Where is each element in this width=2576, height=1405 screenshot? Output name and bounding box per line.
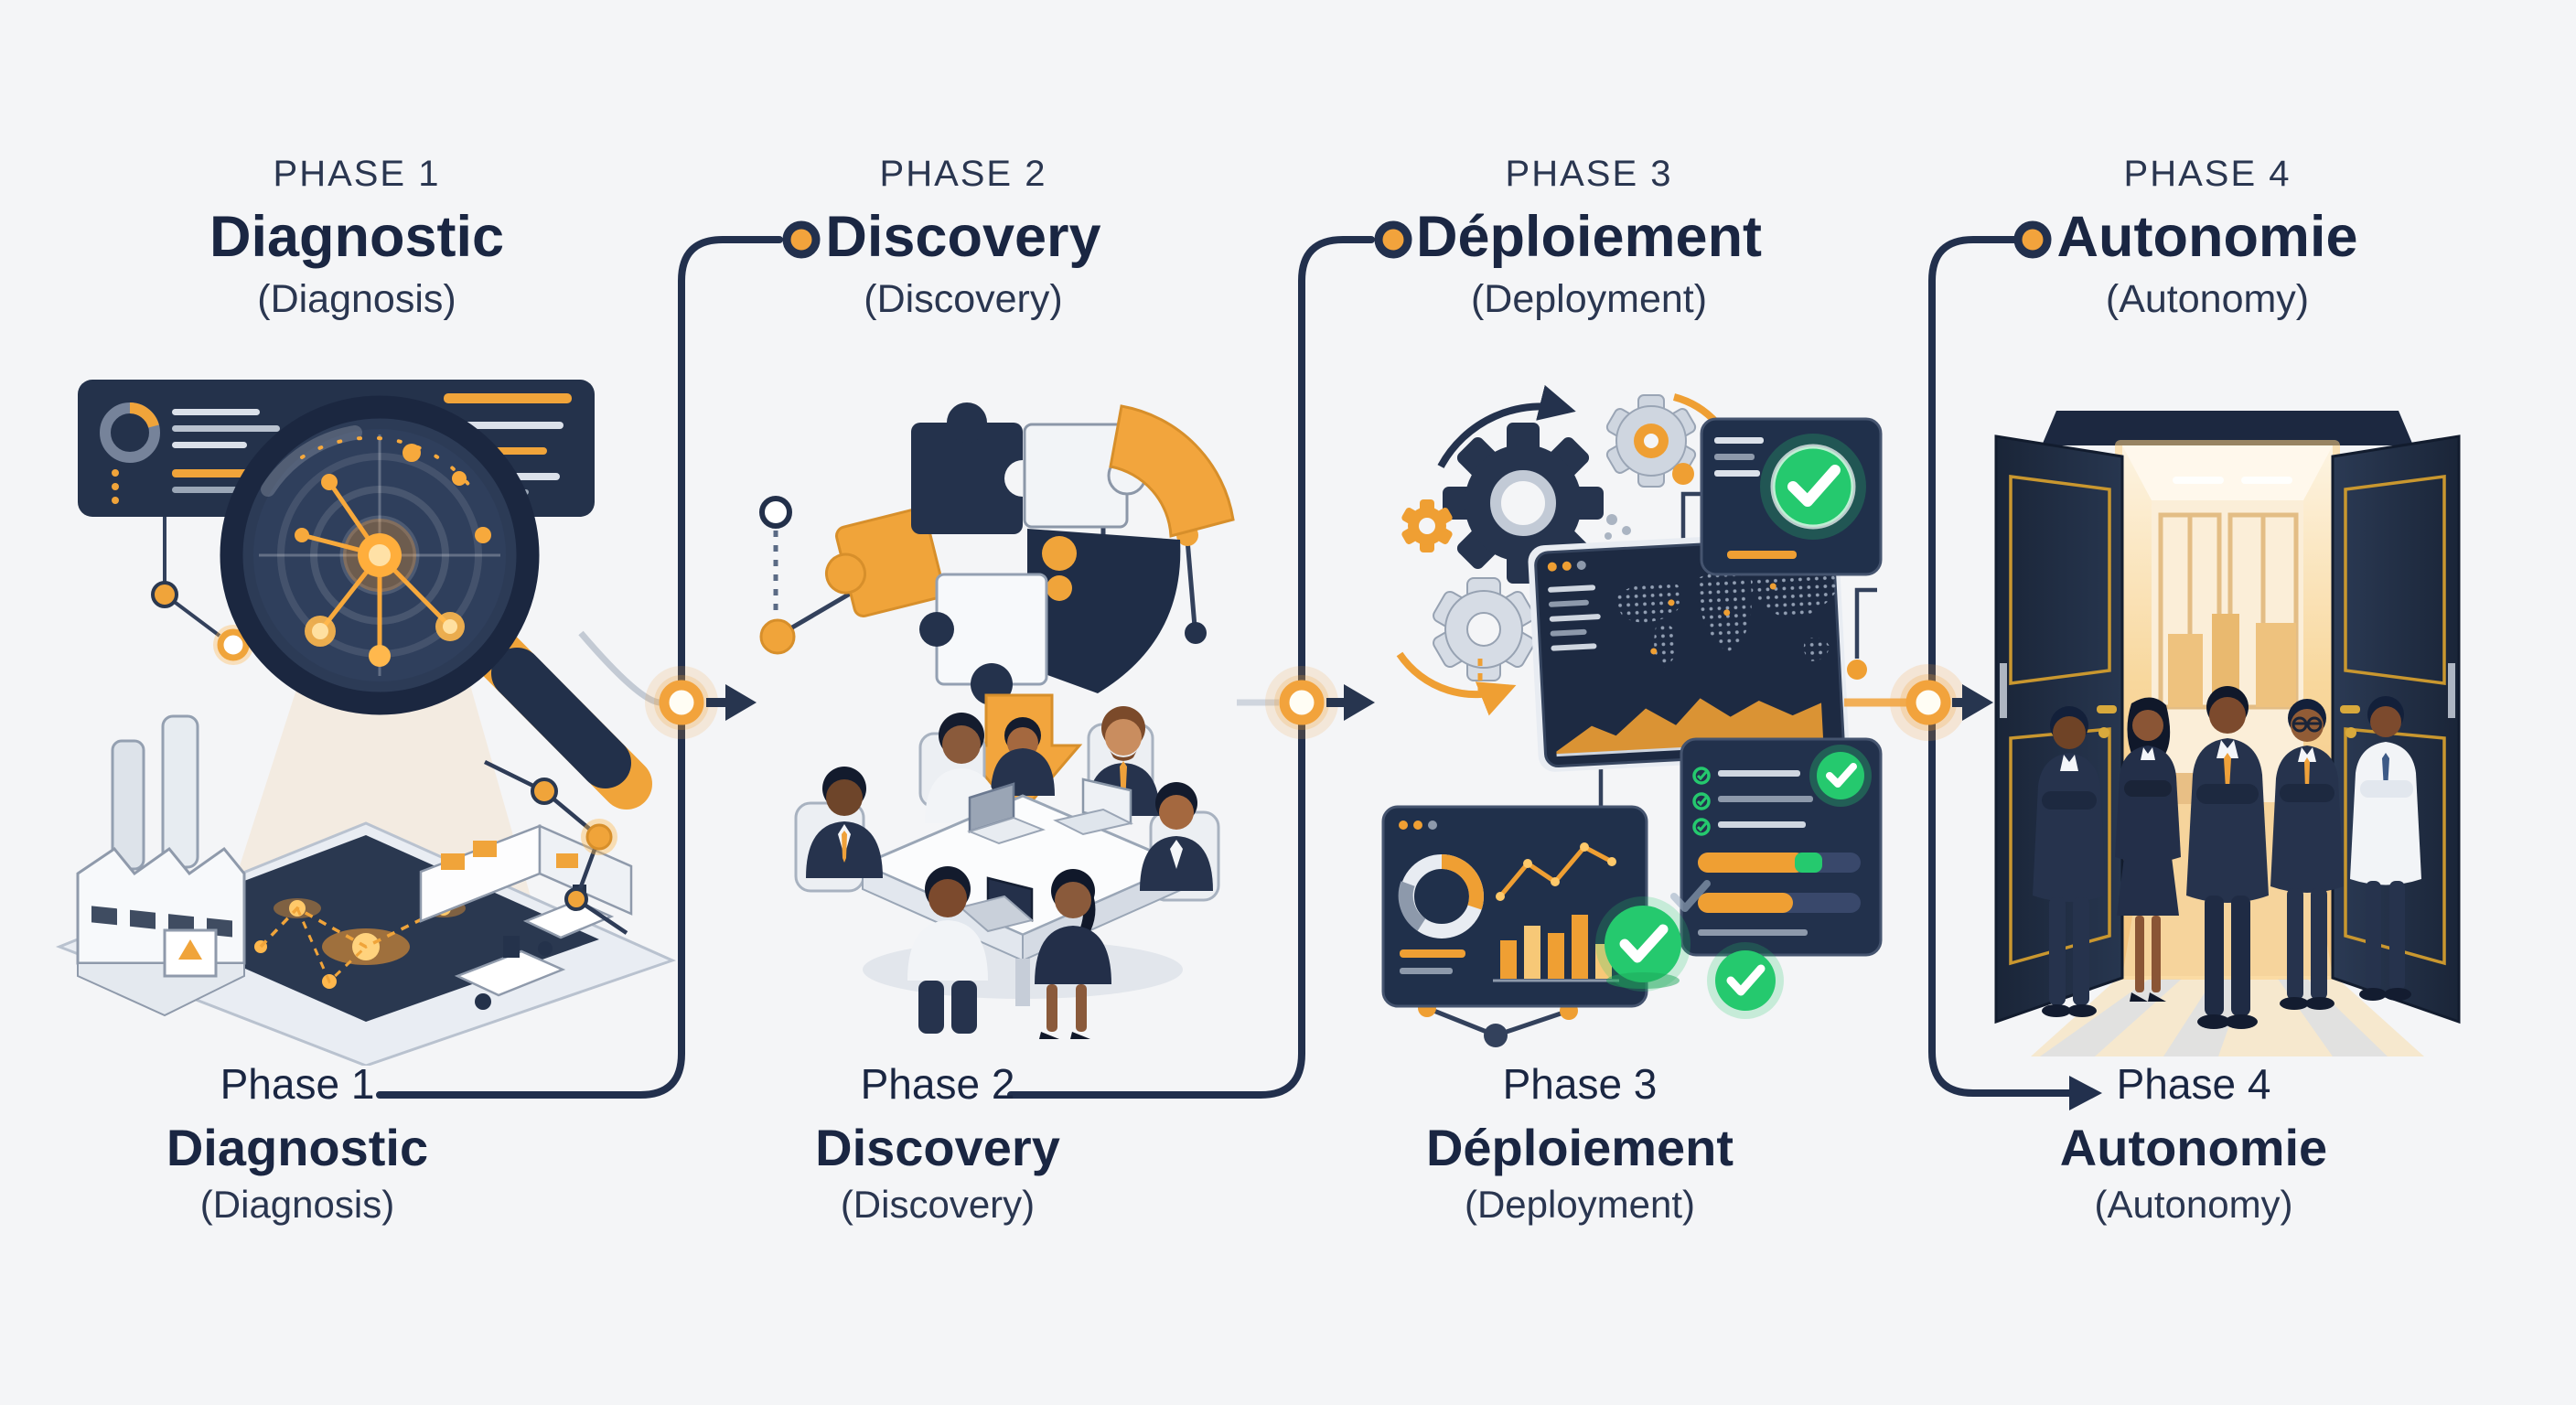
phase-4-bottom-title: Autonomie <box>2059 1119 2328 1176</box>
gear-gray-bottom <box>1433 577 1535 681</box>
cycle-arrow-navy <box>1437 384 1576 468</box>
phase-4-bottom-subtitle: (Autonomy) <box>2094 1183 2293 1226</box>
magnifier-lens <box>220 395 540 715</box>
cycle-arrow-orange-bottom <box>1396 651 1517 716</box>
phase-2-bottom-subtitle: (Discovery) <box>840 1183 1036 1226</box>
phase-4-eyebrow: PHASE 4 <box>2123 154 2292 194</box>
checklist-panel <box>1680 737 1883 957</box>
phase-3-top-subtitle: (Deployment) <box>1470 277 1708 321</box>
illustration-diagnostic <box>27 361 677 1070</box>
phase-1-bottom-subtitle: (Diagnosis) <box>199 1183 395 1226</box>
puzzle-team-scene <box>759 402 1235 1039</box>
phase-4-footer: Phase 4 Autonomie (Autonomy) <box>2060 1059 2327 1227</box>
factory-building <box>76 714 246 1017</box>
phase-3-eyebrow: PHASE 3 <box>1505 154 1673 194</box>
illustration-autonomie <box>1985 389 2470 1061</box>
analytics-dashboard <box>1381 805 1648 1008</box>
phase-1-bottom-label: Phase 1 <box>220 1060 375 1108</box>
person-left-man <box>806 767 883 878</box>
phase-1-footer: Phase 1 Diagnostic (Diagnosis) <box>166 1059 428 1227</box>
phase-4-header: PHASE 4 Autonomie (Autonomy) <box>2057 154 2358 322</box>
phase-2-header: PHASE 2 Discovery (Discovery) <box>825 154 1100 322</box>
open-doors-team-scene <box>1994 411 2461 1056</box>
phase-1-top-title: Diagnostic <box>209 205 505 269</box>
flow-arrowhead-2 <box>1344 684 1375 721</box>
phase-3-bottom-label: Phase 3 <box>1502 1060 1658 1108</box>
gears-dashboards-scene <box>1381 384 1883 1047</box>
phase-4-top-title: Autonomie <box>2056 205 2358 269</box>
phase-3-top-title: Déploiement <box>1415 205 1763 269</box>
phase-3-bottom-subtitle: (Deployment) <box>1464 1183 1696 1226</box>
phase-4-top-subtitle: (Autonomy) <box>2105 277 2310 321</box>
phase4-node-dot <box>2013 220 2052 259</box>
person-4 <box>2270 699 2344 1010</box>
person-front-left <box>907 866 988 1034</box>
illustration-deploiement <box>1372 384 1884 1056</box>
phase-2-top-title: Discovery <box>825 205 1101 269</box>
phase-3-header: PHASE 3 Déploiement (Deployment) <box>1416 154 1762 322</box>
gear-gray <box>1605 394 1697 488</box>
phase2-node-dot <box>782 220 821 259</box>
phase-2-bottom-title: Discovery <box>815 1119 1060 1176</box>
person-3-center <box>2186 686 2269 1029</box>
green-check-badges <box>1595 880 1784 1019</box>
phase3-node-dot <box>1374 220 1412 259</box>
person-5-white-shirt <box>2350 696 2421 1001</box>
magnifier-factory-scene <box>55 380 677 1067</box>
phase-1-bottom-title: Diagnostic <box>166 1119 429 1176</box>
flow-arrowhead-1 <box>725 684 757 721</box>
door-lintel <box>2042 411 2413 445</box>
phase-3-footer: Phase 3 Déploiement (Deployment) <box>1426 1059 1733 1227</box>
phase-2-top-subtitle: (Discovery) <box>864 277 1063 321</box>
phase-1-eyebrow: PHASE 1 <box>273 154 441 194</box>
phase-1-top-subtitle: (Diagnosis) <box>257 277 456 321</box>
check-panel-top <box>1700 417 1883 576</box>
person-2-woman <box>2115 697 2181 1002</box>
phase-1-header: PHASE 1 Diagnostic (Diagnosis) <box>209 154 504 322</box>
magnifier-handle <box>470 627 652 810</box>
phase-4-bottom-label: Phase 4 <box>2116 1060 2271 1108</box>
illustration-discovery <box>757 366 1283 1056</box>
gear-small-orange <box>1401 499 1453 552</box>
phase-2-footer: Phase 2 Discovery (Discovery) <box>815 1059 1060 1227</box>
phase-2-eyebrow: PHASE 2 <box>879 154 1047 194</box>
phase-2-bottom-label: Phase 2 <box>860 1060 1015 1108</box>
phase-3-bottom-title: Déploiement <box>1425 1119 1734 1176</box>
